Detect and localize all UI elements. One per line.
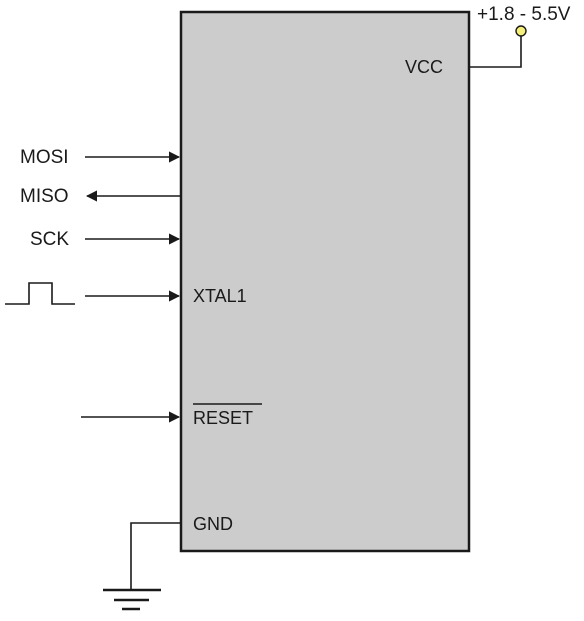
vcc-pin-label: VCC bbox=[405, 57, 443, 77]
mosi-label: MOSI bbox=[20, 147, 69, 168]
gnd-wire bbox=[130, 522, 181, 590]
supply-voltage-label: +1.8 - 5.5V bbox=[477, 4, 571, 25]
gnd-pin-label: GND bbox=[193, 514, 233, 534]
xtal1-pin-label: XTAL1 bbox=[193, 286, 247, 306]
sck-label: SCK bbox=[30, 229, 69, 250]
ground-symbol-icon bbox=[103, 588, 161, 611]
clock-pulse-icon bbox=[5, 282, 75, 305]
reset-pin-label: RESET bbox=[193, 408, 253, 428]
power-terminal-icon bbox=[515, 25, 527, 37]
chip-body bbox=[179, 10, 471, 553]
miso-label: MISO bbox=[20, 186, 69, 207]
vcc-wire bbox=[469, 34, 522, 68]
